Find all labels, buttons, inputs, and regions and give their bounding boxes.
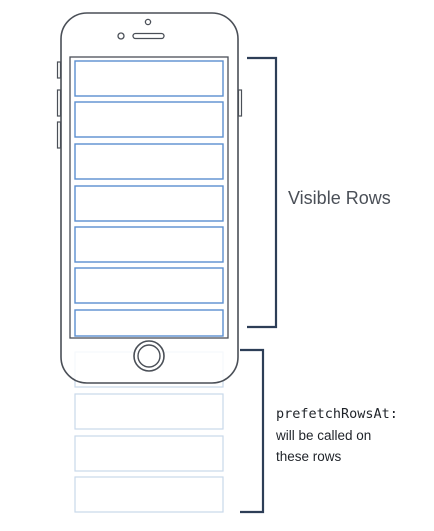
prefetch-description-line1: will be called on: [275, 428, 371, 443]
visible-rows-bracket: [247, 56, 278, 329]
visible-rows-label: Visible Rows: [288, 188, 391, 208]
visible-row: [74, 226, 224, 263]
visible-row: [74, 267, 224, 304]
visible-row: [74, 60, 224, 97]
visible-row: [74, 143, 224, 180]
phone-screen: [69, 56, 229, 339]
phone-front-camera-icon: [144, 18, 152, 26]
prefetch-row: [74, 393, 224, 430]
prefetch-description-line2: these rows: [276, 449, 342, 464]
visible-row: [74, 309, 224, 337]
phone-speaker-icon: [132, 32, 165, 40]
visible-row: [74, 101, 224, 138]
phone-home-button-inner: [137, 344, 161, 368]
prefetch-row: [74, 476, 224, 513]
prefetch-method-label: prefetchRowsAt:: [276, 406, 398, 422]
phone-side-button-right: [237, 89, 243, 117]
phone-side-button-left-1: [56, 61, 62, 79]
phone-side-button-left-3: [56, 121, 62, 149]
visible-rows-group: [74, 60, 224, 337]
visible-row: [74, 185, 224, 222]
phone-side-button-left-2: [56, 89, 62, 117]
prefetch-rows-bracket: [240, 348, 265, 514]
prefetch-row: [74, 435, 224, 472]
phone-sensor-icon: [117, 32, 125, 40]
